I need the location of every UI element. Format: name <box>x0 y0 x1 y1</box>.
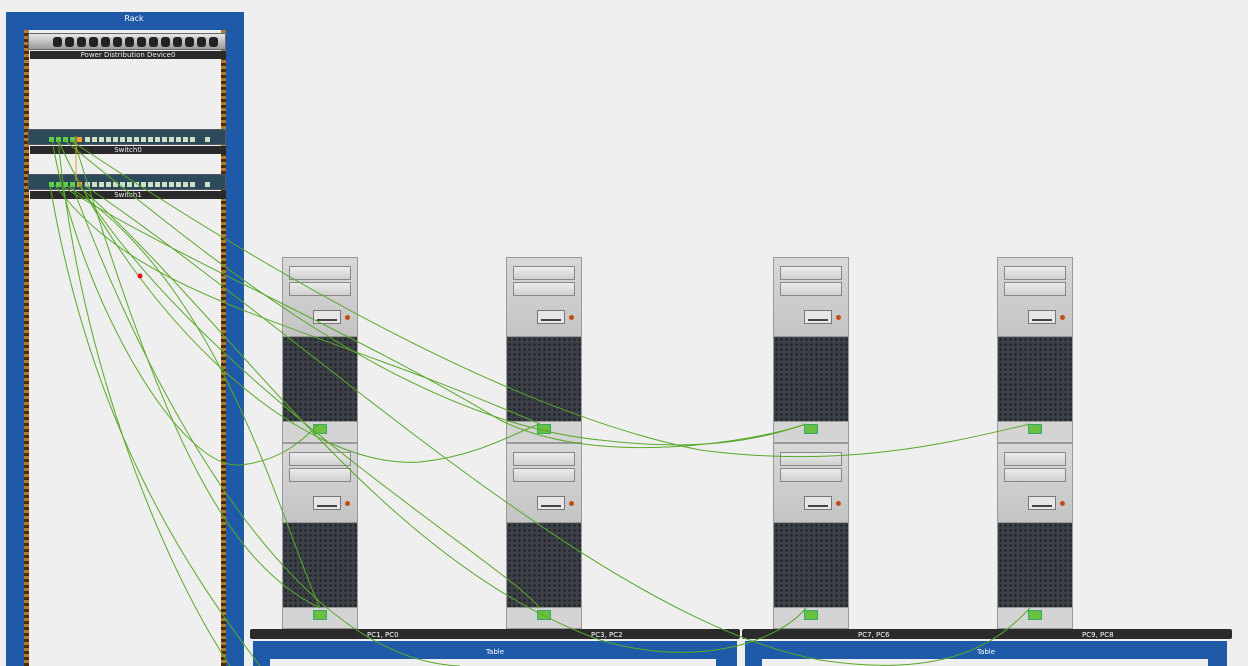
pdu-label: Power Distribution Device0 <box>30 51 226 59</box>
cable <box>51 139 321 466</box>
table-2-title: Table <box>976 648 996 656</box>
pc-tower[interactable] <box>506 443 582 629</box>
cable <box>59 184 807 449</box>
drive-bay <box>289 266 351 280</box>
pc-vent-mesh <box>506 337 582 421</box>
power-led-icon <box>836 315 841 320</box>
rack-right-rail <box>221 30 226 666</box>
pc-tower[interactable] <box>282 257 358 443</box>
network-port-icon[interactable] <box>804 610 818 620</box>
power-led-icon <box>569 501 574 506</box>
drive-bay <box>1004 282 1066 296</box>
power-distribution-device[interactable] <box>28 33 226 50</box>
table-2-label-right: PC9, PC8 <box>1082 631 1114 639</box>
rack-right-post <box>226 12 244 666</box>
drive-bay <box>1004 452 1066 466</box>
pc-vent-mesh <box>997 337 1073 421</box>
drive-bay <box>513 266 575 280</box>
cable <box>71 184 461 666</box>
table-1-label-right: PC3, PC2 <box>591 631 623 639</box>
cable <box>73 139 321 609</box>
pc-front-panel <box>282 257 358 337</box>
cable <box>57 139 231 666</box>
cable <box>63 139 807 446</box>
red-marker <box>137 273 143 279</box>
pc-tower[interactable] <box>997 257 1073 443</box>
pc-tower[interactable] <box>506 257 582 443</box>
drive-bay <box>513 468 575 482</box>
network-port-icon[interactable] <box>1028 610 1042 620</box>
pc-front-panel <box>506 443 582 523</box>
drive-bay <box>1004 468 1066 482</box>
pc-front-panel <box>282 443 358 523</box>
drive-bay <box>780 282 842 296</box>
drive-bay <box>513 282 575 296</box>
power-led-icon <box>345 315 350 320</box>
pc-front-panel <box>506 257 582 337</box>
pc-io-panel <box>506 421 582 443</box>
cable <box>79 184 541 609</box>
drive-bay <box>1004 266 1066 280</box>
pc-io-panel <box>506 607 582 629</box>
rack-left-rail <box>24 30 29 666</box>
pc-io-panel <box>282 421 358 443</box>
floppy-drive <box>537 310 565 324</box>
pc-vent-mesh <box>773 523 849 607</box>
pc-front-panel <box>997 257 1073 337</box>
pc-vent-mesh <box>506 523 582 607</box>
table-2-label-left: PC7, PC6 <box>858 631 890 639</box>
switch1-label: Switch1 <box>30 191 226 199</box>
pc-tower[interactable] <box>773 257 849 443</box>
rack-left-post <box>6 12 24 666</box>
cable <box>83 184 1031 666</box>
table-1-label-left: PC1, PC0 <box>367 631 399 639</box>
cable <box>49 184 261 666</box>
floppy-drive <box>313 496 341 510</box>
power-led-icon <box>836 501 841 506</box>
cable <box>77 184 807 653</box>
pc-vent-mesh <box>997 523 1073 607</box>
power-led-icon <box>1060 501 1065 506</box>
pc-front-panel <box>997 443 1073 523</box>
network-port-icon[interactable] <box>1028 424 1042 434</box>
pc-tower[interactable] <box>997 443 1073 629</box>
drive-bay <box>780 468 842 482</box>
floppy-drive <box>1028 310 1056 324</box>
power-led-icon <box>345 501 350 506</box>
cable <box>69 139 1031 458</box>
floppy-drive <box>804 496 832 510</box>
network-port-icon[interactable] <box>313 610 327 620</box>
cable <box>54 184 541 425</box>
power-led-icon <box>1060 315 1065 320</box>
drive-bay <box>780 266 842 280</box>
drive-bay <box>289 468 351 482</box>
drive-bay <box>513 452 575 466</box>
floppy-drive <box>804 310 832 324</box>
switch0[interactable] <box>28 129 226 145</box>
pc-vent-mesh <box>773 337 849 421</box>
power-led-icon <box>569 315 574 320</box>
network-port-icon[interactable] <box>804 424 818 434</box>
switch0-label: Switch0 <box>30 146 226 154</box>
table-1-top <box>250 629 740 639</box>
pc-vent-mesh <box>282 337 358 421</box>
table-2-top <box>742 629 1232 639</box>
pc-io-panel <box>773 607 849 629</box>
switch1[interactable] <box>28 174 226 190</box>
pc-io-panel <box>773 421 849 443</box>
cable <box>65 184 321 609</box>
pc-front-panel <box>773 257 849 337</box>
table-1-title: Table <box>485 648 505 656</box>
rack-top-bar <box>6 12 244 30</box>
floppy-drive <box>1028 496 1056 510</box>
pc-io-panel <box>997 607 1073 629</box>
floppy-drive <box>537 496 565 510</box>
floppy-drive <box>313 310 341 324</box>
network-port-icon[interactable] <box>537 610 551 620</box>
drive-bay <box>780 452 842 466</box>
cable <box>57 139 541 463</box>
rack-title: Rack <box>124 14 144 23</box>
